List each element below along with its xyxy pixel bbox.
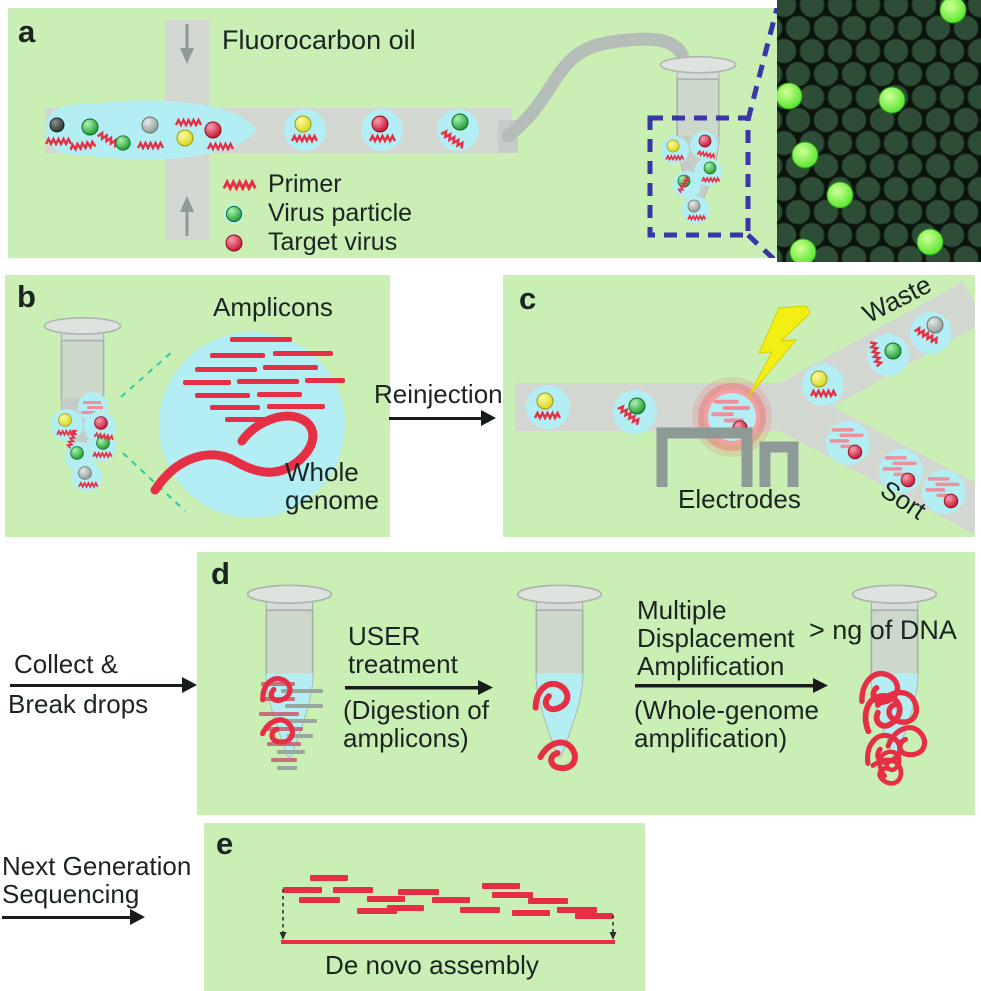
- de-novo-assembly-label: De novo assembly: [325, 950, 539, 980]
- panel-a-label: a: [18, 14, 36, 49]
- electrodes-shape: [656, 427, 799, 487]
- panel-d-label: d: [211, 556, 230, 591]
- ng-of-dna-label: > ng of DNA: [809, 615, 957, 645]
- panel-e: e De novo assembly: [204, 823, 645, 991]
- contig-extent-dashes: [282, 889, 614, 933]
- electrodes-label: Electrodes: [678, 484, 801, 514]
- legend-label: Virus particle: [268, 199, 413, 227]
- panel-d: d USER treatment (Digestion of amplicons…: [197, 552, 975, 815]
- collect-label-line1: Collect &: [14, 649, 119, 679]
- collected-droplets: [661, 131, 722, 224]
- waste-droplets: [802, 312, 952, 406]
- whole-genome-strand: [150, 411, 318, 495]
- user-label-line1: USER: [348, 621, 421, 651]
- droplet-generation-graphic: [44, 8, 777, 258]
- fluorescent-droplets: [777, 0, 967, 262]
- incoming-droplet-yellow: [526, 385, 570, 429]
- assembly-graphic: [279, 875, 617, 944]
- reinjection-label: Reinjection: [374, 379, 503, 409]
- mda-label-line1: Multiple: [637, 595, 727, 625]
- collection-tube: [659, 55, 737, 224]
- reinjection-arrow: [389, 417, 481, 420]
- laser-lightning-icon: [747, 305, 811, 398]
- amplicons-label: Amplicons: [213, 292, 333, 322]
- droplet-green: [437, 109, 479, 151]
- emulsion-tube: [43, 317, 122, 492]
- panel-c: c Electrodes Waste Sort: [503, 269, 975, 537]
- legend-label: Primer: [268, 170, 342, 198]
- droplet-yellow: [284, 109, 326, 151]
- panel-c-label: c: [519, 281, 537, 316]
- panel-e-label: e: [216, 826, 234, 861]
- legend-label: Target virus: [268, 228, 398, 256]
- panel-b: b Amplicons Whole genome: [5, 275, 390, 537]
- sequencing-reads: [283, 875, 613, 919]
- collect-arrow: [10, 684, 182, 687]
- zoom-lines: [120, 350, 186, 512]
- contig-extent-arrowheads: [279, 932, 617, 940]
- incoming-droplet-green: [613, 390, 657, 434]
- sorted-droplets: [826, 421, 966, 514]
- wga-label-line2: amplification): [634, 723, 788, 753]
- droplet-red: [361, 109, 403, 151]
- legend-row-virus-particle: Virus particle: [222, 199, 412, 228]
- tube-broken-drops: [246, 584, 333, 770]
- sorting-graphic: [515, 281, 975, 534]
- amplification-graphic: [43, 317, 345, 518]
- transfer-tubing: [501, 32, 691, 143]
- legend-row-target-virus: Target virus: [222, 228, 412, 257]
- zoom-dashed-box: [647, 8, 777, 258]
- tube-genomes: [516, 584, 603, 771]
- oil-flow-up-arrow-icon: [180, 196, 194, 236]
- user-label-line2: treatment: [348, 649, 458, 679]
- ngs-label-line2: Sequencing: [2, 879, 140, 909]
- whole-genome-label: Whole genome: [285, 457, 379, 516]
- legend: Primer Virus particle Target virus: [222, 170, 412, 257]
- reinjection-arrowhead-icon: [481, 410, 496, 426]
- panel-b-label: b: [17, 279, 36, 314]
- primer-zigzag-icon: [222, 179, 268, 191]
- emulsion-droplets: [51, 392, 116, 492]
- wga-label-line1: (Whole-genome: [634, 695, 819, 725]
- collect-arrowhead-icon: [182, 677, 197, 693]
- fluorocarbon-oil-label: Fluorocarbon oil: [222, 25, 416, 55]
- ngs-label-line1: Next Generation: [2, 851, 192, 881]
- virus-particle-icon: [222, 202, 268, 226]
- digestion-label-line2: amplicons): [343, 723, 469, 753]
- oil-flow-down-arrow-icon: [180, 24, 194, 64]
- mda-label-line3: Amplification: [637, 651, 785, 681]
- panel-a: a Fluorocarbon oil Primer Virus particle…: [8, 8, 777, 258]
- amplicon-bars: [183, 337, 345, 422]
- collect-label-line2: Break drops: [8, 689, 149, 719]
- dna-processing-graphic: [246, 584, 938, 815]
- user-treatment-arrow: [345, 680, 493, 695]
- target-virus-icon: [222, 231, 268, 255]
- ngs-arrow: [2, 916, 130, 919]
- droplet-photo-inset: [777, 0, 981, 262]
- legend-row-primer: Primer: [222, 170, 412, 199]
- mda-label-line2: Displacement: [637, 623, 795, 653]
- assembled-contig: [281, 940, 615, 944]
- mda-arrow: [635, 678, 828, 693]
- ngs-arrowhead-icon: [130, 909, 145, 925]
- digestion-label-line1: (Digestion of: [343, 695, 489, 725]
